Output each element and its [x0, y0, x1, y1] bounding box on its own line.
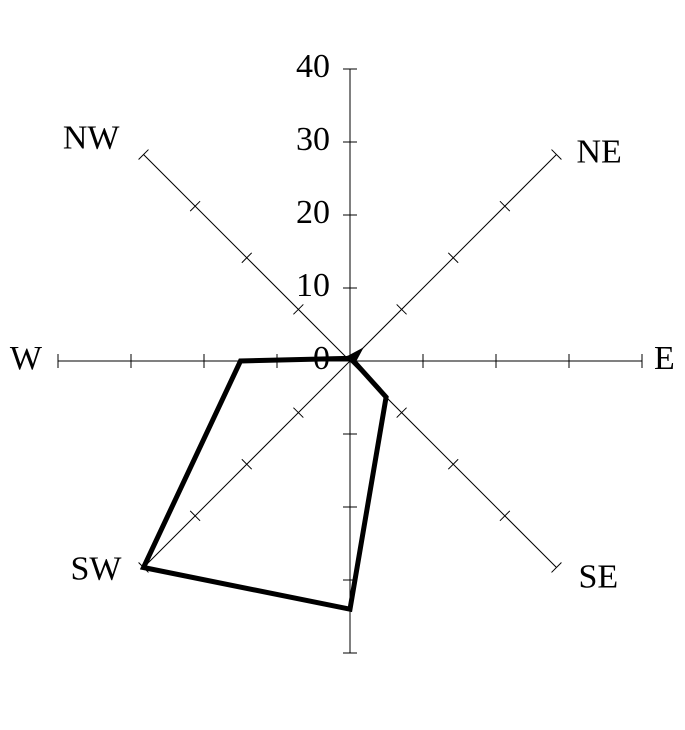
series-group	[139, 347, 389, 613]
tick-ne-40	[551, 149, 562, 160]
series-0-outline	[139, 347, 389, 613]
tick-sw-30	[189, 510, 201, 522]
tick-se-10	[396, 407, 407, 418]
direction-label-w: W	[10, 340, 43, 377]
tick-nw-20	[241, 252, 253, 264]
tick-nw-10	[293, 304, 304, 315]
direction-label-se: SE	[578, 558, 618, 595]
tick-nw-30	[189, 200, 201, 212]
tick-ne-20	[447, 252, 459, 264]
direction-label-e: E	[654, 340, 675, 377]
tick-se-20	[447, 458, 459, 470]
radar-ticks	[57, 68, 643, 654]
direction-label-sw: SW	[71, 550, 123, 587]
radial-tick-label-40: 40	[296, 48, 330, 85]
direction-label-ne: NE	[576, 133, 621, 170]
tick-ne-30	[499, 200, 511, 212]
tick-sw-20	[241, 458, 253, 470]
radial-tick-label-20: 20	[296, 194, 330, 231]
tick-se-30	[499, 510, 511, 522]
direction-label-nw: NW	[63, 119, 121, 156]
radial-tick-label-10: 10	[296, 267, 330, 304]
direction-labels: NE E SE SW W NW	[10, 119, 675, 595]
tick-nw-40	[138, 149, 149, 160]
tick-ne-10	[396, 304, 407, 315]
tick-sw-10	[293, 407, 304, 418]
radial-tick-label-30: 30	[296, 121, 330, 158]
tick-se-40	[551, 562, 562, 573]
